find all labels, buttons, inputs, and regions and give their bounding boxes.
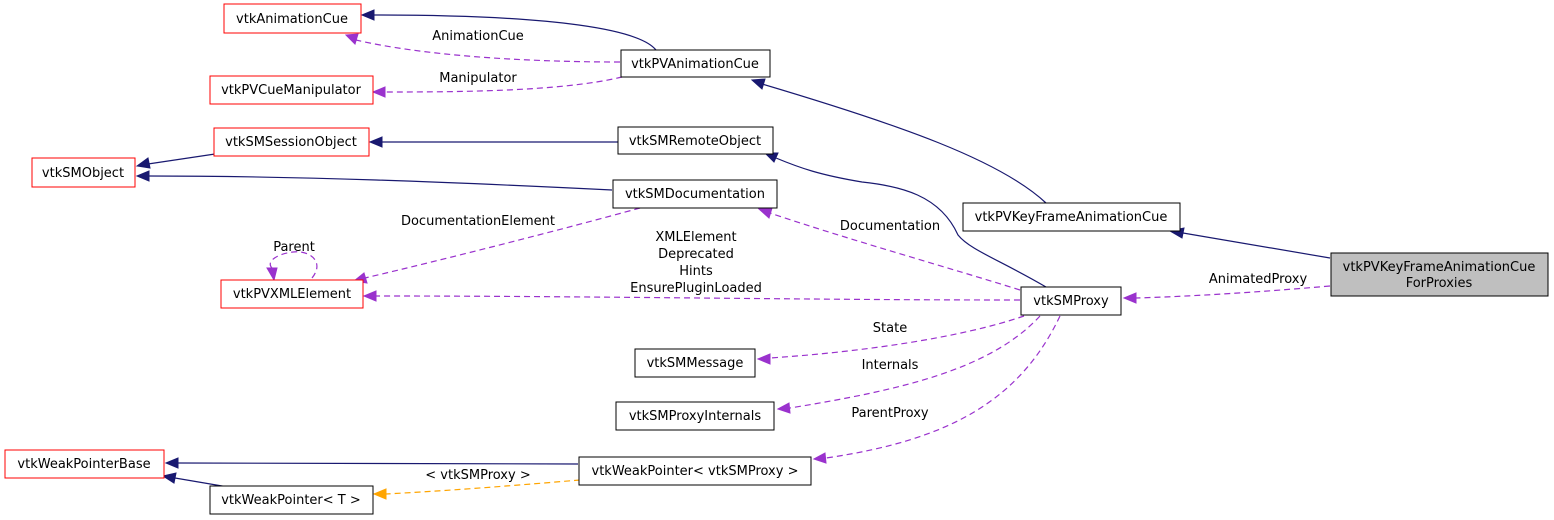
node-vtkpvanimationcue[interactable]: vtkPVAnimationCue [620, 49, 771, 78]
svg-text:vtkSMMessage: vtkSMMessage [647, 356, 744, 371]
svg-text:vtkWeakPointerBase: vtkWeakPointerBase [17, 457, 150, 472]
svg-text:vtkSMProxy: vtkSMProxy [1033, 294, 1109, 309]
svg-text:Manipulator: Manipulator [439, 71, 517, 86]
label-animatedproxy: AnimatedProxy [1209, 272, 1308, 287]
svg-text:DocumentationElement: DocumentationElement [401, 214, 555, 229]
svg-text:AnimationCue: AnimationCue [432, 29, 524, 44]
edge-forproxies-inherits-keyframecue [1168, 227, 1331, 259]
svg-text:vtkSMRemoteObject: vtkSMRemoteObject [629, 134, 761, 149]
svg-text:Deprecated: Deprecated [658, 247, 734, 262]
edge-parentproxy-usage [812, 315, 1061, 464]
svg-text:vtkPVCueManipulator: vtkPVCueManipulator [221, 83, 362, 98]
svg-text:vtkAnimationCue: vtkAnimationCue [236, 12, 348, 27]
svg-text:vtkWeakPointer< T >: vtkWeakPointer< T > [221, 493, 361, 508]
edge-manipulator-usage [371, 76, 623, 98]
svg-text:ForProxies: ForProxies [1406, 276, 1473, 291]
label-internals: Internals [862, 358, 919, 373]
svg-text:Hints: Hints [679, 264, 713, 279]
node-vtksmobject[interactable]: vtkSMObject [31, 157, 136, 188]
svg-text:vtkPVAnimationCue: vtkPVAnimationCue [631, 57, 759, 72]
node-vtksmremoteobject[interactable]: vtkSMRemoteObject [617, 126, 774, 155]
edge-weakpointer-t-inherits-base [161, 472, 229, 488]
node-vtksmdocumentation[interactable]: vtkSMDocumentation [612, 179, 778, 209]
label-parent: Parent [273, 240, 315, 255]
edge-weakpointer-smproxy-inherits-base [164, 457, 579, 469]
label-template-arg: < vtkSMProxy > [425, 468, 530, 483]
svg-text:EnsurePluginLoaded: EnsurePluginLoaded [630, 281, 762, 296]
label-manipulator: Manipulator [439, 71, 517, 86]
edge-template-instance [372, 479, 581, 500]
node-vtksmmessage[interactable]: vtkSMMessage [634, 348, 756, 378]
node-vtkpvkeyframeanimationcueforproxies[interactable]: vtkPVKeyFrameAnimationCue ForProxies [1330, 252, 1549, 297]
svg-text:< vtkSMProxy >: < vtkSMProxy > [425, 468, 530, 483]
edge-smproxy-inherits-remoteobject [763, 152, 1047, 288]
svg-text:ParentProxy: ParentProxy [851, 406, 929, 421]
svg-text:vtkSMSessionObject: vtkSMSessionObject [225, 135, 357, 150]
label-documentationelement: DocumentationElement [401, 214, 555, 229]
node-vtkweakpointer-vtksmproxy[interactable]: vtkWeakPointer< vtkSMProxy > [578, 456, 812, 486]
edge-parent-self-usage [266, 251, 318, 282]
svg-text:Documentation: Documentation [840, 219, 940, 234]
node-vtkpvxmlelement[interactable]: vtkPVXMLElement [220, 279, 364, 309]
edge-animatedproxy-usage [1122, 285, 1331, 304]
svg-text:vtkPVKeyFrameAnimationCue: vtkPVKeyFrameAnimationCue [975, 210, 1168, 225]
edge-internals-usage [776, 315, 1041, 414]
svg-text:AnimatedProxy: AnimatedProxy [1209, 272, 1308, 287]
svg-text:vtkSMDocumentation: vtkSMDocumentation [625, 187, 765, 202]
svg-text:Internals: Internals [862, 358, 919, 373]
node-vtksmproxyinternals[interactable]: vtkSMProxyInternals [615, 401, 775, 431]
svg-text:vtkSMObject: vtkSMObject [42, 166, 124, 181]
label-documentation: Documentation [840, 219, 940, 234]
svg-text:XMLElement: XMLElement [655, 230, 736, 245]
label-parentproxy: ParentProxy [851, 406, 929, 421]
svg-text:State: State [873, 321, 907, 336]
node-vtkweakpointer-t[interactable]: vtkWeakPointer< T > [209, 485, 374, 515]
edge-xmlelement-usage [362, 290, 1021, 302]
svg-text:vtkPVXMLElement: vtkPVXMLElement [233, 287, 351, 302]
node-vtkanimationcue[interactable]: vtkAnimationCue [223, 3, 362, 34]
node-vtkweakpointerbase[interactable]: vtkWeakPointerBase [4, 449, 165, 479]
svg-text:vtkWeakPointer< vtkSMProxy >: vtkWeakPointer< vtkSMProxy > [592, 464, 799, 479]
svg-text:vtkSMProxyInternals: vtkSMProxyInternals [629, 409, 761, 424]
edge-state-usage [756, 315, 1025, 365]
svg-text:Parent: Parent [273, 240, 315, 255]
edge-keyframecue-inherits-pvanimationcue [750, 78, 1047, 204]
node-vtkpvkeyframeanimationcue[interactable]: vtkPVKeyFrameAnimationCue [962, 202, 1181, 232]
edge-remoteobject-inherits-sessionobject [368, 136, 618, 148]
edge-documentation-inherits-smobject [135, 170, 613, 191]
svg-text:vtkPVKeyFrameAnimationCue: vtkPVKeyFrameAnimationCue [1343, 260, 1536, 275]
node-vtksmsessionobject[interactable]: vtkSMSessionObject [213, 127, 370, 157]
label-state: State [873, 321, 907, 336]
label-animationcue: AnimationCue [432, 29, 524, 44]
node-vtksmproxy[interactable]: vtkSMProxy [1020, 286, 1122, 316]
label-xmlelement-group: XMLElement Deprecated Hints EnsurePlugin… [630, 230, 762, 296]
edge-animationcue-usage [344, 33, 621, 63]
edge-sessionobject-inherits-smobject [135, 153, 216, 169]
node-vtkpvcuemanipulator[interactable]: vtkPVCueManipulator [209, 75, 374, 105]
edge-pvanimationcue-inherits-animationcue [360, 9, 657, 51]
